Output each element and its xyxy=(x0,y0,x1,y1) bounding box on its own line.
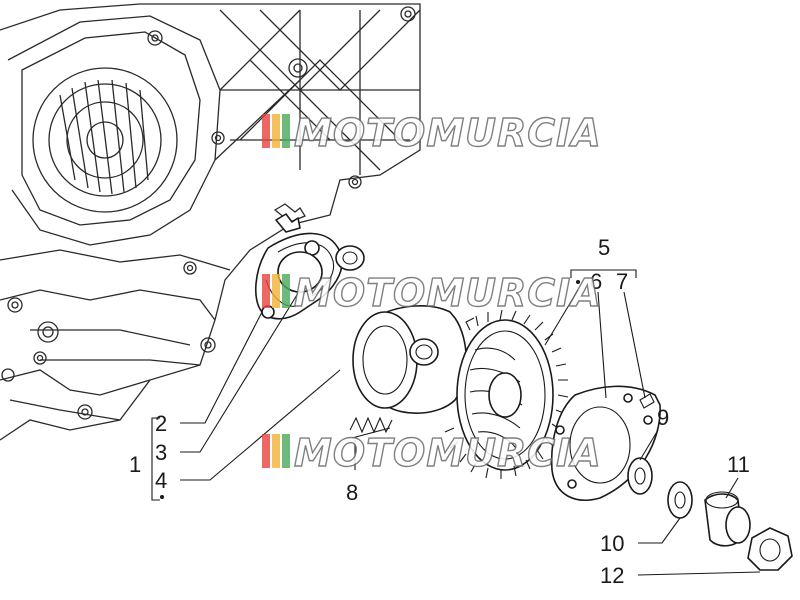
callout-5: 5 xyxy=(598,235,610,260)
watermark-text: MOTOMURCIA xyxy=(294,271,602,315)
callout-labels: 1 2 3 4 5 6 7 8 9 10 11 12 xyxy=(129,235,750,588)
callout-3: 3 xyxy=(155,440,167,465)
watermark-stripe xyxy=(272,114,280,148)
watermark-text: MOTOMURCIA xyxy=(294,431,602,475)
watermark-stripe xyxy=(282,114,290,148)
watermark-stripe xyxy=(272,434,280,468)
crankcase-housing xyxy=(0,3,421,441)
callout-2: 2 xyxy=(155,411,167,436)
callout-10: 10 xyxy=(600,531,624,556)
drive-pulley-disc xyxy=(352,305,468,415)
watermark-bottom: MOTOMURCIA xyxy=(262,430,602,476)
callout-1: 1 xyxy=(129,452,141,477)
watermark-top: MOTOMURCIA xyxy=(262,110,602,156)
part-9-washer xyxy=(627,457,653,495)
watermark-stripe xyxy=(282,274,290,308)
callout-12: 12 xyxy=(600,563,624,588)
callout-11: 11 xyxy=(727,452,750,477)
watermark-stripe xyxy=(272,274,280,308)
watermark-stripe xyxy=(282,434,290,468)
watermark-text: MOTOMURCIA xyxy=(294,111,602,155)
callout-6: 6 xyxy=(590,269,602,294)
callout-4: 4 xyxy=(155,468,167,493)
callout-7: 7 xyxy=(616,269,628,294)
watermark-stripe xyxy=(262,274,270,308)
watermark-middle: MOTOMURCIA xyxy=(262,270,602,316)
part-8-spring xyxy=(349,416,393,439)
part-12-hex-nut xyxy=(747,527,793,571)
callout-8: 8 xyxy=(346,480,358,505)
watermark-stripe xyxy=(262,114,270,148)
part-7-screw xyxy=(639,393,655,409)
leader-lines xyxy=(151,269,761,576)
callout-9: 9 xyxy=(657,405,669,430)
part-10-spacer xyxy=(667,481,693,519)
part-11-sleeve xyxy=(704,491,751,547)
fan-wheel-gear xyxy=(444,309,569,479)
watermark-stripe xyxy=(262,434,270,468)
